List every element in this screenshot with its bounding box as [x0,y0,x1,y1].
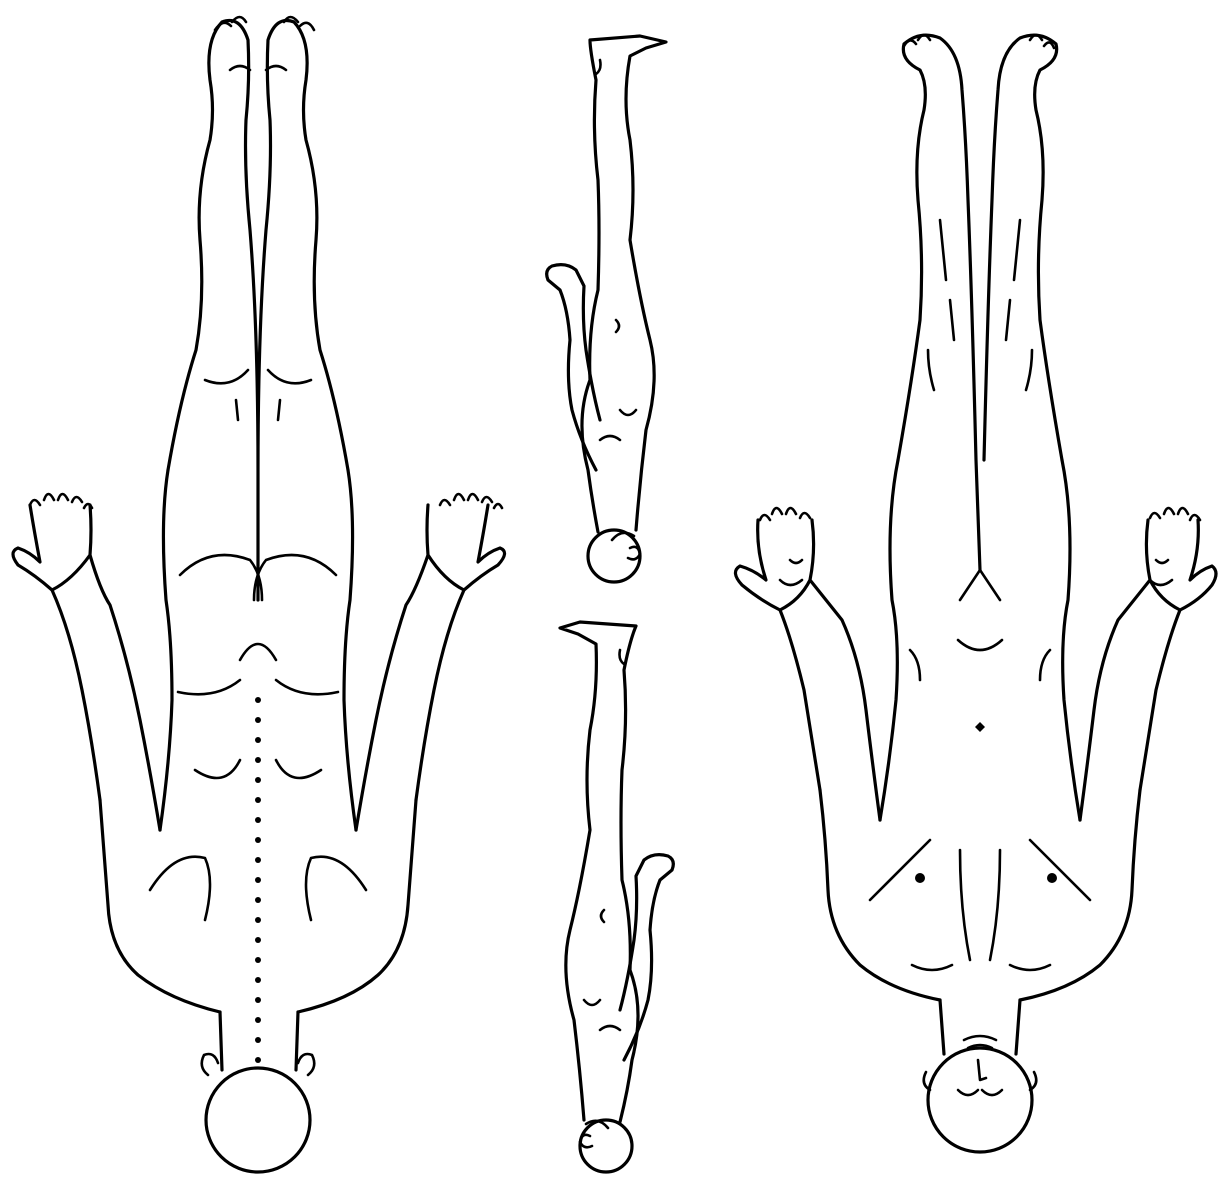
lateral-top-body [582,36,666,532]
lateral-bottom-details [584,650,624,1030]
anterior-nipple-right [1047,873,1057,883]
posterior-legs [168,20,348,600]
lateral-bottom-body-figure [560,622,673,1172]
anterior-toes [904,35,1054,48]
lateral-bottom-face [580,1121,608,1148]
anterior-arm-right [1080,520,1216,820]
lateral-bottom-body [560,622,638,1122]
anterior-chest [870,840,1090,970]
anterior-navel [975,722,985,732]
anterior-legs [898,35,1062,570]
anterior-nipple-left [915,873,925,883]
posterior-arm-right [356,505,505,830]
anterior-arm-left [735,520,880,820]
anterior-torso-outline [820,790,1140,1000]
lateral-top-details [596,60,636,440]
anterior-head [928,1048,1032,1152]
posterior-spine [255,697,261,1063]
posterior-ear-left [202,1054,218,1075]
anterior-body-figure [735,35,1216,1152]
lateral-top-arm [547,265,600,470]
posterior-head [206,1068,310,1172]
posterior-fingers-left [30,494,92,508]
posterior-body-figure [13,17,505,1172]
anterior-face [958,1036,1002,1095]
posterior-ear-right [298,1054,314,1075]
anterior-fingers-left [760,508,810,585]
posterior-toes [215,17,314,70]
lateral-top-face [612,533,640,560]
posterior-fingers-right [440,494,502,508]
lateral-top-body-figure [547,36,666,582]
anterior-groin [910,570,1050,680]
anterior-hips [880,460,1080,820]
posterior-arm-left [13,505,160,830]
anterior-knees [928,220,1032,390]
lateral-bottom-arm [620,855,673,1060]
